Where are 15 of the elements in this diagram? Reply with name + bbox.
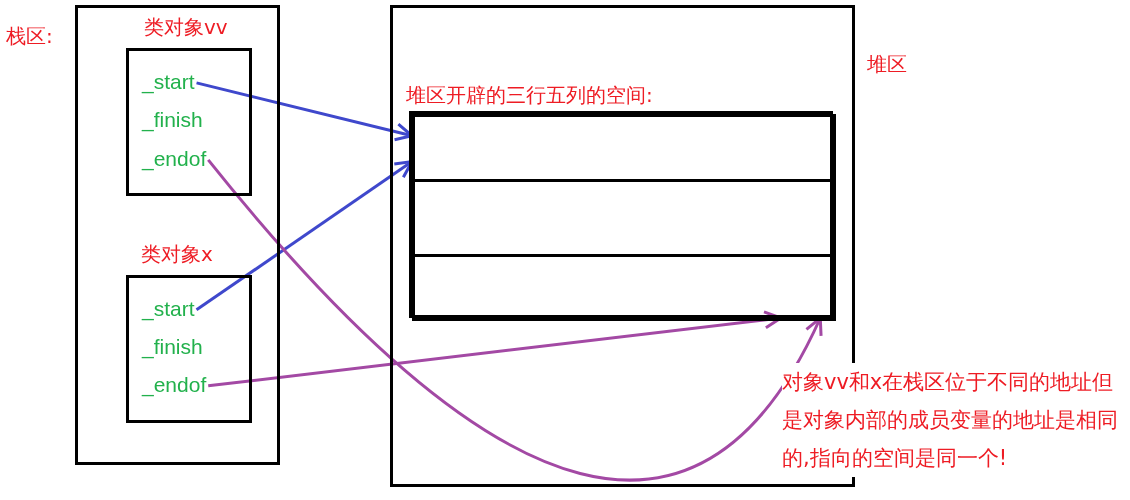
member-name: _finish	[142, 334, 203, 360]
region-heading: 栈区:	[6, 24, 53, 48]
table-heading: 堆区开辟的三行五列的空间:	[406, 83, 653, 107]
member-name: _endof	[142, 372, 207, 398]
member-name: _finish	[142, 107, 203, 133]
object-title: 类对象vv	[144, 15, 228, 39]
member-name: _start	[142, 69, 195, 95]
region-heading: 堆区	[867, 52, 907, 76]
table-row	[412, 254, 836, 321]
arrow	[207, 158, 822, 482]
object-title: 类对象x	[141, 242, 213, 266]
member-name: _start	[142, 296, 195, 322]
table-row	[412, 179, 836, 257]
member-name: _endof	[142, 146, 207, 172]
table-row	[412, 114, 836, 182]
